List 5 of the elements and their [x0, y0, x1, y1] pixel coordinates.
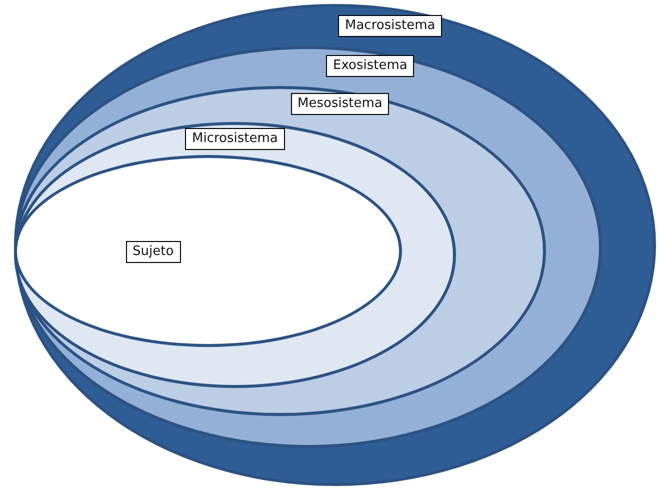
region-label: Microsistema	[185, 128, 285, 150]
region-label: Exosistema	[326, 55, 414, 77]
region-label: Macrosistema	[338, 15, 442, 37]
region-label: Mesosistema	[290, 93, 390, 115]
region-label: Sujeto	[126, 241, 181, 263]
